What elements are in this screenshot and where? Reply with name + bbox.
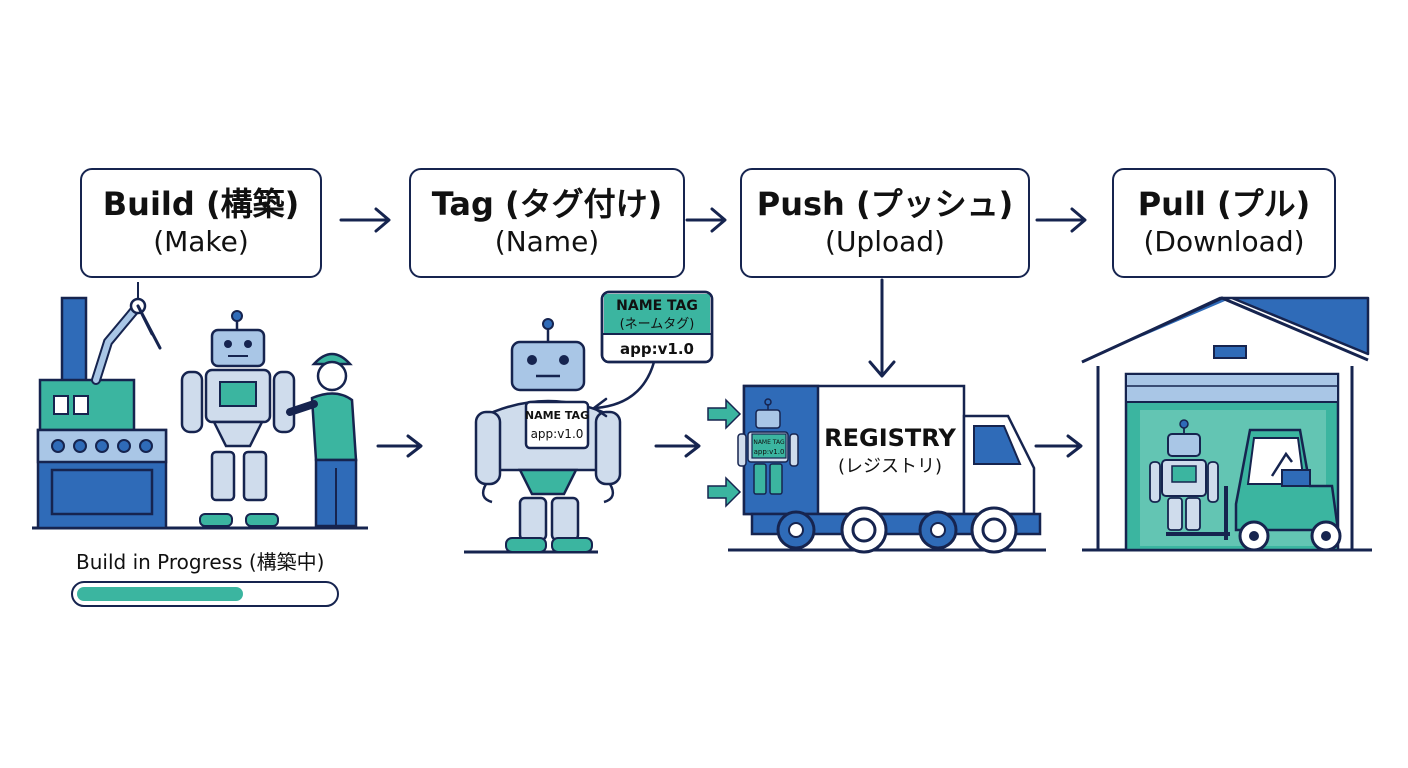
step-build-box: Build (構築) (Make): [80, 168, 322, 278]
robot-icon: NAME TAG app:v1.0: [464, 318, 622, 554]
robot-icon: [1149, 419, 1219, 531]
step-build-title: Build (構築): [102, 185, 300, 223]
build-progress-label: Build in Progress (構築中): [76, 550, 325, 574]
callout-tag-value: app:v1.0: [620, 340, 694, 358]
step-pull-subtitle: (Download): [1143, 225, 1305, 258]
build-progress-fill: [77, 587, 243, 601]
mini-tag-title: NAME TAG: [753, 439, 785, 446]
registry-title: REGISTRY: [824, 424, 956, 452]
truck-icon: REGISTRY (レジストリ) NAME TAG app:v1.0: [728, 384, 1046, 554]
robot-icon: NAME TAG app:v1.0: [737, 398, 799, 495]
step-tag-subtitle: (Name): [494, 225, 600, 258]
arrow-right-icon: [654, 434, 701, 458]
arrow-right-icon: [707, 476, 742, 508]
factory-icon: [32, 282, 368, 530]
worker-icon: [286, 352, 358, 528]
arrow-right-icon: [376, 434, 423, 458]
step-tag-title: Tag (タグ付け): [431, 185, 663, 223]
arrow-right-icon: [1035, 207, 1087, 233]
registry-subtitle: (レジストリ): [838, 456, 942, 477]
callout-tag-title: NAME TAG: [616, 298, 698, 314]
step-push-box: Push (プッシュ) (Upload): [740, 168, 1030, 278]
step-push-subtitle: (Upload): [825, 225, 945, 258]
arrow-right-icon: [1034, 434, 1083, 458]
step-pull-title: Pull (プル): [1137, 185, 1311, 223]
arrow-down-icon: [868, 278, 896, 378]
robot-icon: [180, 310, 296, 527]
arrow-right-icon: [707, 398, 742, 430]
step-build-subtitle: (Make): [153, 225, 249, 258]
chest-tag-value: app:v1.0: [531, 427, 584, 441]
chest-tag-title: NAME TAG: [525, 409, 589, 422]
warehouse-icon: [1081, 296, 1372, 552]
step-push-title: Push (プッシュ): [756, 185, 1014, 223]
arrow-right-icon: [685, 207, 727, 233]
build-progress-bar: [71, 581, 339, 607]
arrow-right-icon: [339, 207, 391, 233]
name-tag-callout: NAME TAG (ネームタグ) app:v1.0: [592, 290, 714, 418]
name-tag-icon: [524, 400, 590, 450]
step-pull-box: Pull (プル) (Download): [1112, 168, 1336, 278]
forklift-icon: [1166, 428, 1342, 552]
step-tag-box: Tag (タグ付け) (Name): [409, 168, 685, 278]
callout-tag-subtitle: (ネームタグ): [620, 317, 695, 332]
mini-tag-value: app:v1.0: [754, 448, 785, 456]
